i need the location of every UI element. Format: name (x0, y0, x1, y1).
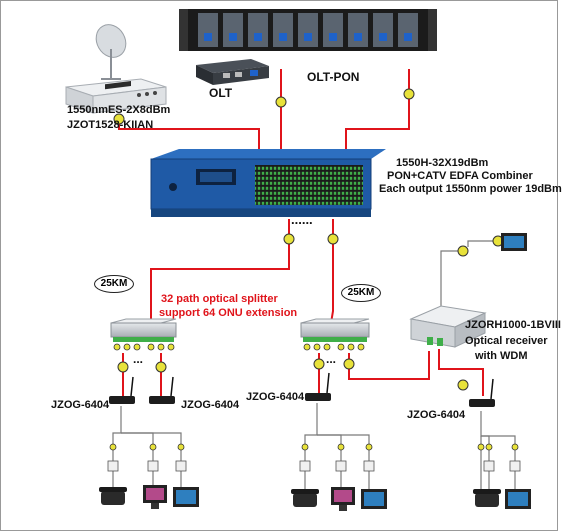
computer-icon (331, 487, 355, 511)
tv-icon (501, 233, 527, 251)
tv-icon (361, 489, 387, 509)
receiver-coax (440, 247, 464, 316)
receiver-model-label: JZORH1000-1BVIII (465, 319, 561, 331)
telephone-icon (473, 489, 501, 507)
transmitter-model-label: 1550nmES-2X8dBm (67, 104, 171, 116)
computer-icon (143, 485, 167, 509)
onu-mid-label: JZOG-6404 (246, 391, 305, 403)
onu-right-label: JZOG-6404 (407, 409, 466, 421)
splitter-note-line1: 32 path optical splitter (161, 293, 278, 305)
olt-box (196, 59, 269, 85)
splitter-mid (300, 318, 370, 342)
transmitter-part-label: JZOT1528-KIIAN (67, 119, 154, 131)
router-icon (149, 376, 175, 404)
router-icon (109, 376, 135, 404)
fiber-connectors (113, 88, 504, 391)
edfa-ports-ellipsis: ...... (291, 212, 313, 227)
mid-splitter-ellipsis: ... (326, 352, 337, 366)
telephone-icon (291, 489, 319, 507)
tv-icon (505, 489, 531, 509)
telephone-icon (99, 487, 127, 505)
receiver-wdm-label: with WDM (475, 350, 528, 362)
optical-receiver (409, 305, 487, 348)
router-icon (305, 372, 331, 401)
cable-connectors (109, 443, 519, 451)
distance-right-badge: 25KM (341, 284, 381, 302)
olt-pon-chassis (179, 9, 437, 51)
receiver-type-label: Optical receiver (465, 335, 548, 347)
satellite-dish-icon (95, 24, 127, 80)
edfa-combiner (150, 149, 386, 217)
splitter-ports (113, 343, 365, 351)
left-splitter-ellipsis: ... (133, 352, 144, 366)
router-icon (469, 378, 495, 407)
onu-left-a-label: JZOG-6404 (51, 399, 110, 411)
fiber-mid-splitter-to-receiver (348, 351, 430, 380)
splitter-left (110, 318, 177, 342)
olt-pon-label: OLT-PON (307, 70, 360, 84)
onu-left-b-label: JZOG-6404 (181, 399, 240, 411)
edfa-type-label: PON+CATV EDFA Combiner (387, 170, 533, 182)
olt-label: OLT (209, 86, 233, 100)
edfa-model-label: 1550H-32X19dBm (396, 157, 489, 169)
optical-transmitter (65, 78, 167, 114)
distance-left-badge: 25KM (94, 275, 134, 293)
splitter-note-line2: support 64 ONU extension (159, 307, 298, 319)
tv-icon (173, 487, 199, 507)
edfa-power-label: Each output 1550nm power 19dBm (379, 183, 562, 195)
wall-sockets (107, 460, 521, 472)
